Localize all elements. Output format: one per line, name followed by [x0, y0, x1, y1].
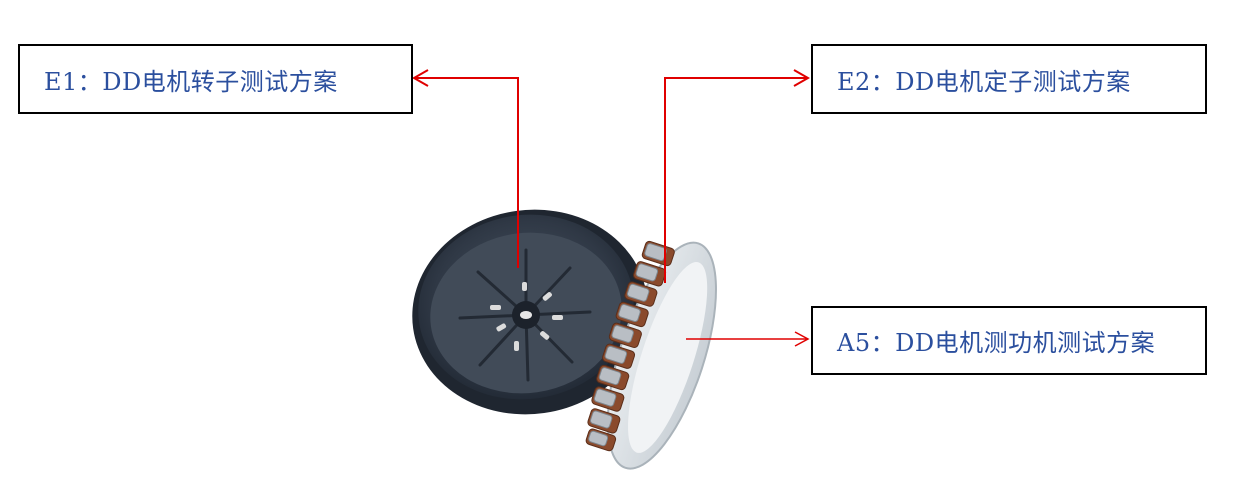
- stator-icon: [585, 240, 717, 470]
- arrow-rotor: [411, 69, 519, 268]
- motor-image: [412, 209, 717, 470]
- stator-test-label-box[interactable]: E2：DD电机定子测试方案: [811, 44, 1207, 114]
- arrow-stator: [664, 69, 811, 283]
- dyno-test-label: A5：DD电机测功机测试方案: [837, 329, 1156, 357]
- rotor-icon: [412, 209, 648, 415]
- arrow-dyno: [686, 331, 810, 347]
- rotor-test-label: E1：DD电机转子测试方案: [44, 67, 338, 96]
- stator-test-label: E2：DD电机定子测试方案: [837, 67, 1131, 96]
- rotor-test-label-box[interactable]: E1：DD电机转子测试方案: [18, 44, 413, 114]
- dyno-test-label-box[interactable]: A5：DD电机测功机测试方案: [811, 306, 1207, 375]
